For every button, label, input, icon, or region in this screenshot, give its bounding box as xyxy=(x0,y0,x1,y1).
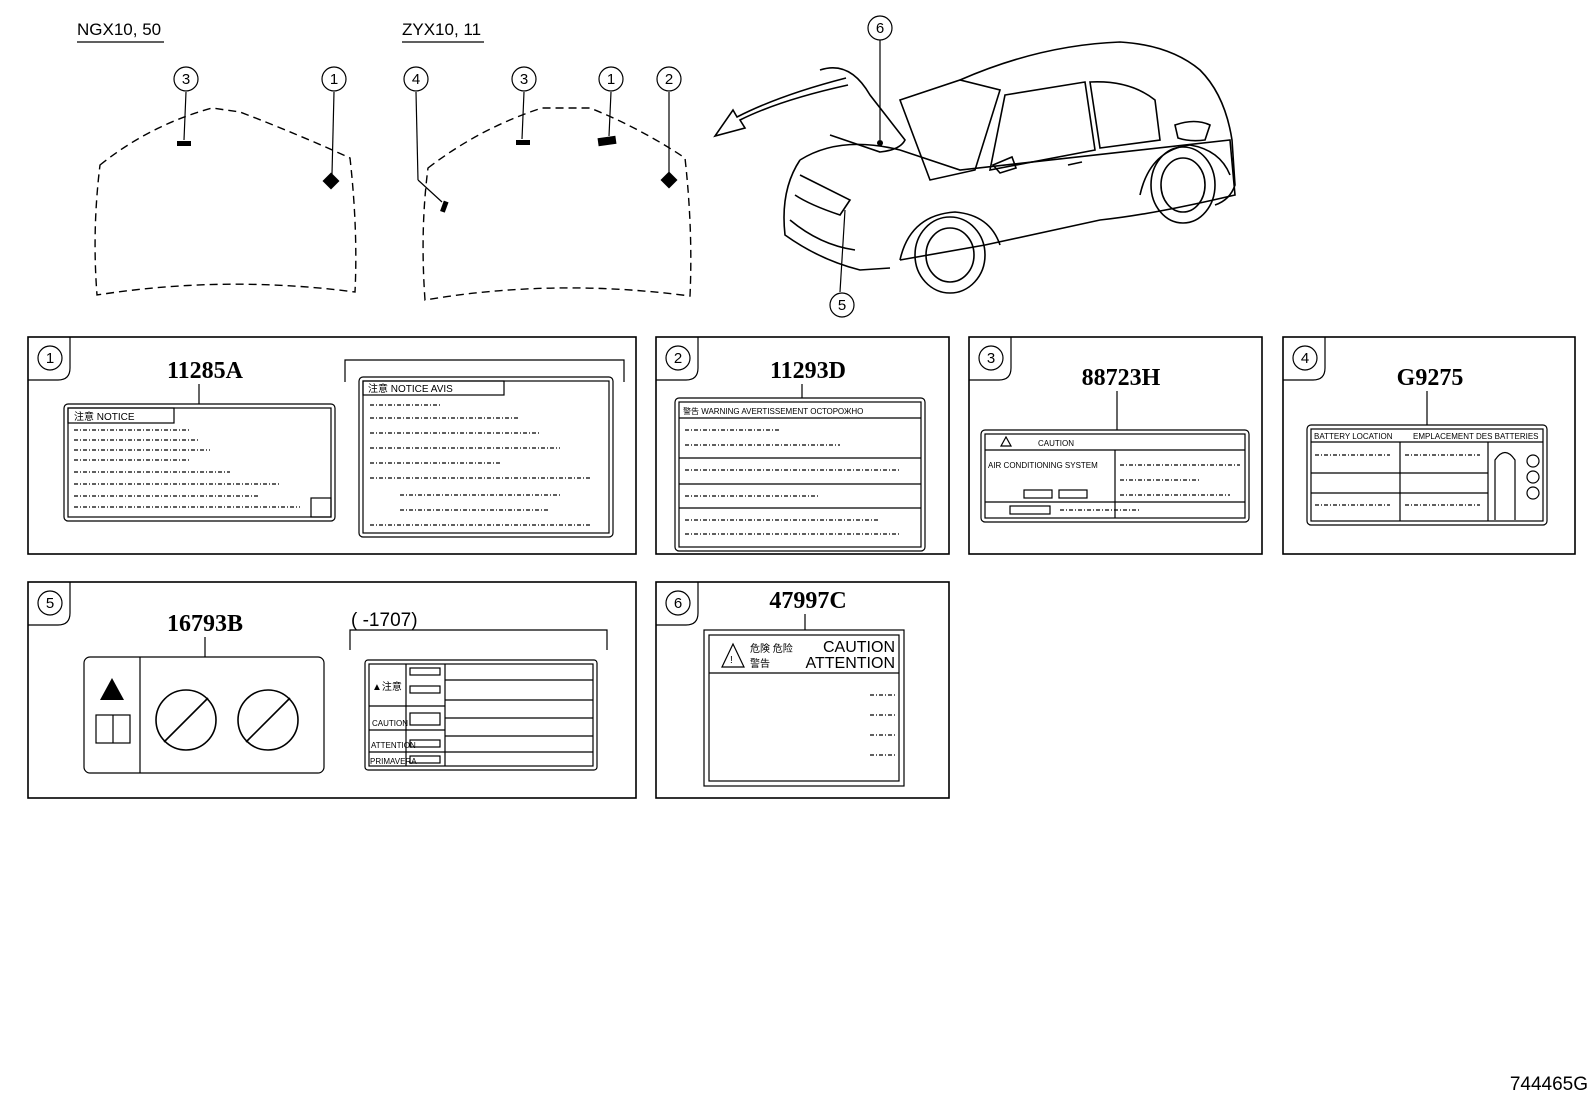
svg-text:警告 WARNING AVERTISSEMENT О: 警告 WARNING AVERTISSEMENT ОСТОРОЖНО xyxy=(683,406,863,416)
svg-text:4: 4 xyxy=(412,71,420,88)
callout-1-right xyxy=(598,66,624,92)
svg-text:5: 5 xyxy=(838,297,846,314)
svg-text:3: 3 xyxy=(987,350,995,367)
svg-text:5: 5 xyxy=(46,595,54,612)
svg-text:6: 6 xyxy=(674,595,682,612)
svg-text:BATTERY LOCATION: BATTERY LOCATION xyxy=(1314,432,1393,441)
svg-text:ATTENTION: ATTENTION xyxy=(371,741,416,750)
hood-diagram-right: 4 3 1 2 xyxy=(403,66,692,301)
part-number-6: 47997C xyxy=(769,588,846,614)
panel-6: 6 47997C ! 危険 危险 警告 CAUTION ATTENTION xyxy=(655,581,950,799)
panel-2: 2 11293D 警告 WARNING AVERTISSEMENT ОСТОРО… xyxy=(655,336,950,555)
svg-text:EMPLACEMENT DES BATTERIES: EMPLACEMENT DES BATTERIES xyxy=(1413,432,1539,441)
part-number-4: G9275 xyxy=(1397,365,1464,391)
svg-text:PRIMAVERA: PRIMAVERA xyxy=(370,757,417,766)
panel-3: 3 88723H CAUTION AIR CONDITIONING SYSTEM xyxy=(968,336,1263,555)
svg-text:1: 1 xyxy=(330,71,338,88)
hood-diagram-left: 3 1 xyxy=(94,66,357,296)
curved-arrow xyxy=(713,77,849,138)
panel-1: 1 11285A 注意 NOTICE 注意 NOTICE AVIS xyxy=(27,336,637,555)
svg-text:4: 4 xyxy=(1301,350,1309,367)
svg-text:ATTENTION: ATTENTION xyxy=(806,655,895,672)
callout-2-right xyxy=(656,66,682,92)
svg-text:CAUTION: CAUTION xyxy=(1038,439,1074,448)
svg-text:注意 NOTICE: 注意 NOTICE xyxy=(74,410,135,423)
figure-number: 744465G xyxy=(1510,1074,1588,1095)
svg-text:3: 3 xyxy=(182,71,190,88)
part-number-3: 88723H xyxy=(1082,365,1161,391)
svg-text:3: 3 xyxy=(520,71,528,88)
part-number-5: 16793B xyxy=(167,611,243,637)
svg-text:警告: 警告 xyxy=(750,657,770,670)
svg-text:CAUTION: CAUTION xyxy=(372,719,408,728)
svg-text:1: 1 xyxy=(46,350,54,367)
svg-text:注意 NOTICE AVIS: 注意 NOTICE AVIS xyxy=(368,382,453,395)
part-number-1: 11285A xyxy=(167,358,244,384)
svg-text:( -1707): ( -1707) xyxy=(351,610,418,631)
callout-6-car xyxy=(867,15,893,41)
panel-4: 4 G9275 BATTERY LOCATION EMPLACEMENT DES… xyxy=(1282,336,1576,555)
callout-4-hood xyxy=(403,66,429,92)
car-illustration xyxy=(783,41,1236,294)
callout-3-left xyxy=(173,66,199,92)
svg-text:2: 2 xyxy=(674,350,682,367)
svg-text:!: ! xyxy=(730,655,733,666)
svg-text:▲注意: ▲注意 xyxy=(372,680,402,693)
variant-label-right: ZYX10, 11 xyxy=(402,20,481,39)
svg-text:危険 危险: 危険 危险 xyxy=(750,642,793,655)
svg-text:6: 6 xyxy=(876,20,884,37)
panel-5: 5 16793B ( -1707) ▲注意 CAUTION ATT xyxy=(27,581,637,799)
svg-text:2: 2 xyxy=(665,71,673,88)
svg-text:1: 1 xyxy=(607,71,615,88)
callout-1-left xyxy=(321,66,347,92)
callout-3-right xyxy=(511,66,537,92)
svg-text:AIR CONDITIONING SYSTEM: AIR CONDITIONING SYSTEM xyxy=(988,461,1098,470)
svg-text:CAUTION: CAUTION xyxy=(823,639,895,656)
part-number-2: 11293D xyxy=(770,358,846,384)
variant-label-left: NGX10, 50 xyxy=(77,20,161,39)
callout-5-car xyxy=(829,292,855,318)
